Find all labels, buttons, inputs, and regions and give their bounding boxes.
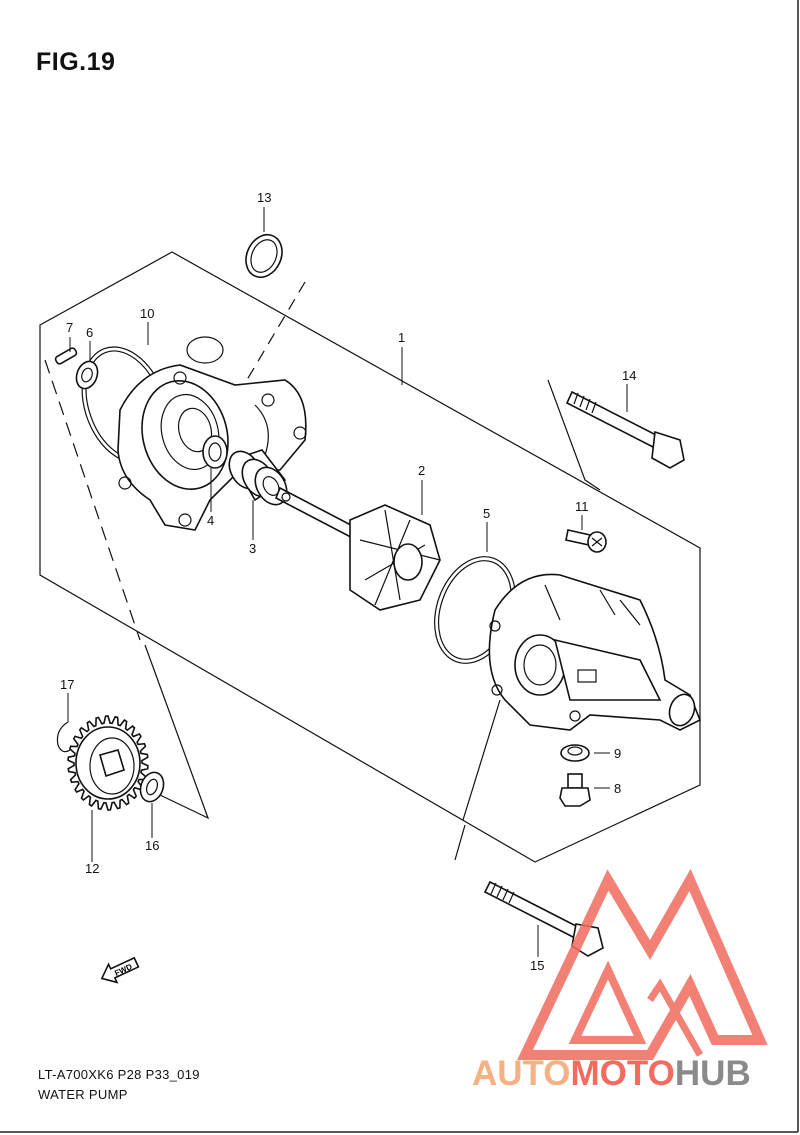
callout-1: 1: [398, 330, 405, 345]
callout-8: 8: [614, 781, 621, 796]
boundary-bolt14: [547, 379, 601, 491]
callout-4: 4: [207, 513, 214, 528]
callout-13: 13: [257, 190, 271, 205]
boundary-dashed-left: [44, 359, 141, 641]
o-ring-13-part: [245, 234, 283, 278]
figure-title: FIG.19: [36, 48, 116, 76]
callout-6: 6: [86, 325, 93, 340]
pin-7-part: [54, 347, 78, 365]
impeller-2-part: [274, 486, 441, 611]
automotohub-logo-icon: [517, 868, 768, 1060]
callout-16: 16: [145, 838, 159, 853]
forward-arrow-icon: FWD: [100, 956, 140, 984]
watermark-moto: MOTO: [571, 1054, 675, 1093]
boundary-left-lower: [144, 644, 210, 820]
bearing-4-part: [202, 435, 228, 469]
model-code: LT-A700XK6 P28 P33_019: [38, 1067, 200, 1082]
callout-9: 9: [614, 746, 621, 761]
callout-3: 3: [249, 541, 256, 556]
callout-7: 7: [66, 320, 73, 335]
callout-17: 17: [60, 677, 74, 692]
pump-cover-part: [488, 573, 702, 731]
watermark-brand: AUTOMOTOHUB: [472, 1054, 751, 1093]
leader-lines: [67, 207, 628, 957]
callout-15: 15: [530, 958, 544, 973]
section-name: WATER PUMP: [38, 1087, 128, 1102]
circlip-17-part: [56, 721, 71, 753]
callout-12: 12: [85, 861, 99, 876]
callout-2: 2: [418, 463, 425, 478]
washer-6-part: [75, 360, 99, 390]
callout-labels: 13 10 7 6 1 14 2 5 11 4 3 9 8 17 12 16 1…: [60, 190, 636, 973]
thrust-washer-16-part: [139, 771, 165, 803]
gasket-9-part: [560, 744, 590, 762]
bolt-14-part: [565, 390, 685, 469]
mechanical-seal-3-part: [228, 449, 288, 506]
callout-11: 11: [575, 499, 589, 514]
drain-bolt-8-part: [559, 773, 591, 807]
callout-14: 14: [622, 368, 636, 383]
callout-5: 5: [483, 506, 490, 521]
screw-11-part: [565, 529, 607, 553]
boundary-dashed-13: [237, 281, 306, 396]
callout-10: 10: [140, 306, 154, 321]
fwd-label: FWD: [113, 962, 134, 978]
watermark-auto: AUTO: [472, 1054, 571, 1093]
assembly-boundary: [39, 251, 701, 863]
boundary-bolt15: [454, 699, 501, 861]
gear-12-part: [67, 715, 149, 811]
watermark-hub: HUB: [675, 1054, 751, 1093]
